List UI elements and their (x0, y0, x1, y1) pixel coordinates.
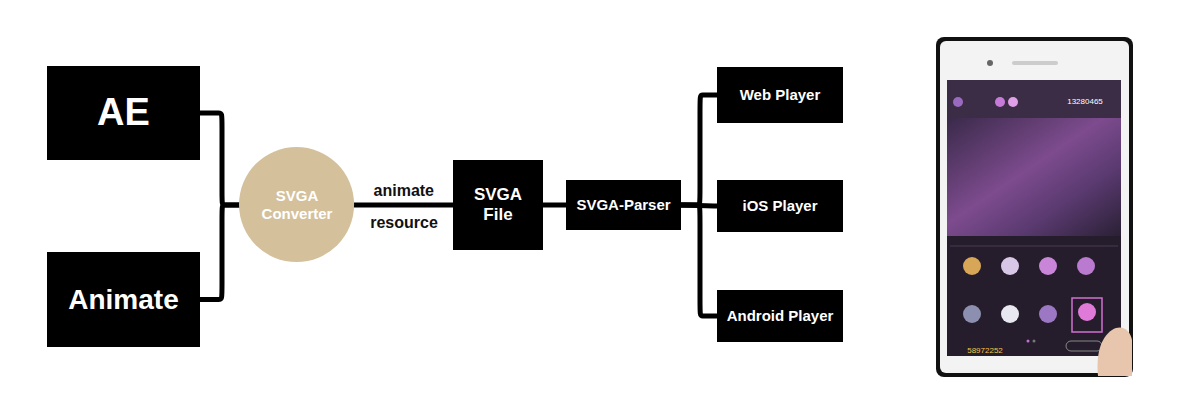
connector-line (681, 95, 717, 205)
connector-line (355, 202, 453, 207)
screen-number: 13280465 (1067, 97, 1103, 107)
page-dot (1027, 340, 1030, 343)
node-text: Animate (68, 283, 178, 317)
node-text: SVGA Converter (253, 187, 341, 223)
screen-number: 58972252 (967, 346, 1003, 356)
panel-divider (950, 246, 1118, 247)
connector-line (543, 203, 566, 208)
node-text: Web Player (740, 86, 821, 104)
connector-line (681, 205, 717, 316)
node-text: SVGA-Parser (576, 196, 670, 214)
gift-icons (963, 257, 1102, 332)
phone-camera (987, 60, 993, 66)
parser-box: SVGA-Parser (566, 180, 680, 230)
node-text: SVGA File (467, 185, 529, 226)
screen-top-bar (947, 80, 1121, 118)
source-tool-box: Animate (47, 252, 200, 347)
phone-screen (947, 80, 1121, 356)
screen-video (947, 118, 1121, 236)
player-box: Web Player (717, 67, 843, 123)
phone-frame (936, 37, 1133, 377)
avatar-dot (995, 97, 1005, 107)
page-dot (1033, 340, 1036, 343)
avatar-dot (953, 97, 963, 107)
node-text: Android Player (727, 307, 834, 325)
connector-line (200, 205, 239, 300)
connector-line (200, 113, 239, 205)
node-text: iOS Player (742, 197, 817, 215)
edge-label: resource (370, 213, 438, 232)
phone-speaker (1012, 61, 1058, 65)
avatar-dot (1008, 97, 1018, 107)
source-tool-box: AE (47, 66, 200, 160)
node-text: AE (97, 90, 150, 136)
circle-shape (239, 147, 354, 262)
count-button (1066, 341, 1102, 351)
hand-thumb (1098, 328, 1132, 376)
edge-label: animate (372, 181, 436, 200)
gift-panel (947, 236, 1121, 356)
player-box: iOS Player (717, 180, 843, 232)
phone-body (940, 41, 1129, 373)
converter-circle: SVGA Converter (239, 147, 354, 262)
player-box: Android Player (717, 290, 844, 342)
file-box: SVGA File (453, 160, 543, 250)
